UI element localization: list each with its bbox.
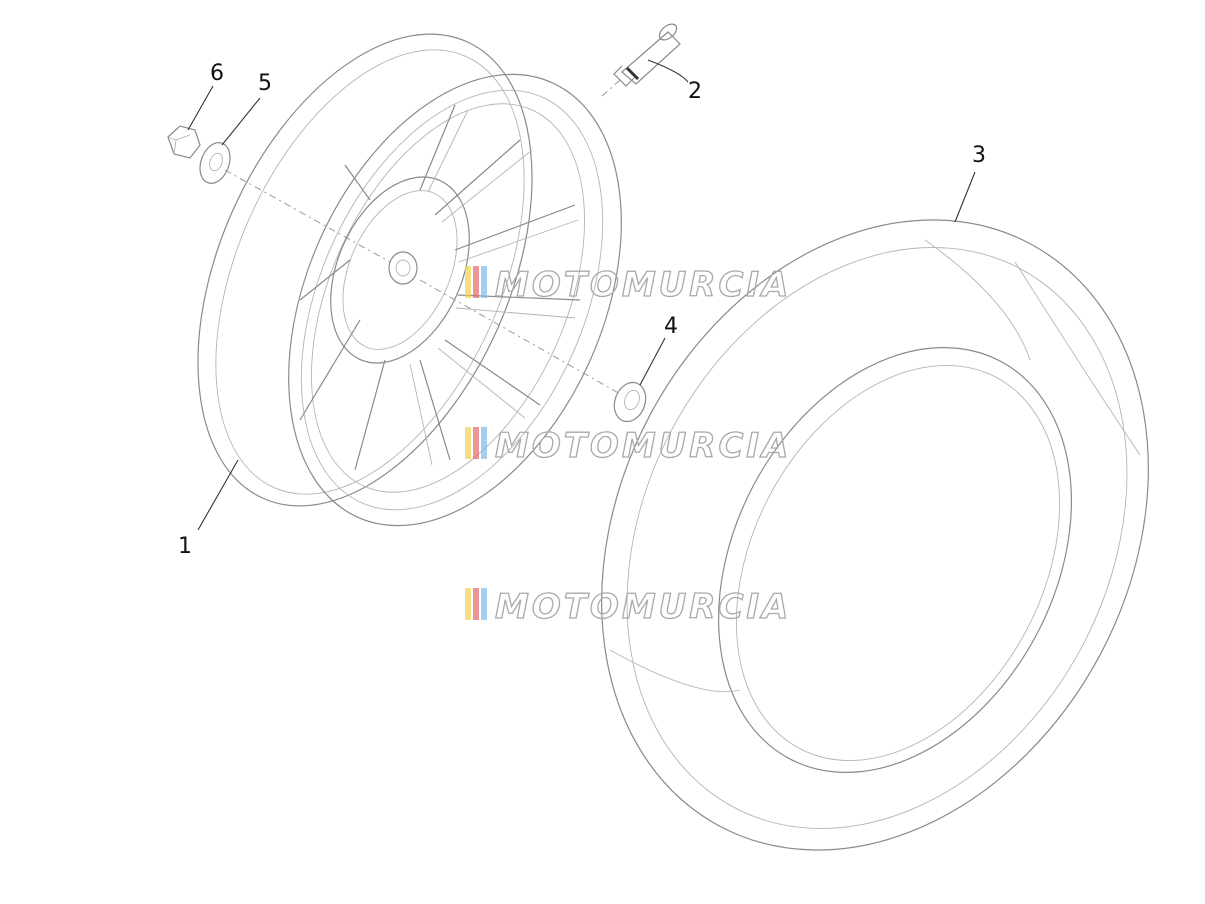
watermark-3: MOTOMURCIA [465,586,791,628]
watermark-text-1: MOTOMURCIA [495,265,791,305]
leader-6 [187,85,214,131]
callout-1: 1 [178,534,192,559]
leader-3 [954,171,976,223]
watermark-text-2: MOTOMURCIA [495,426,791,466]
callout-3: 3 [972,143,986,168]
washer-5 [199,142,231,184]
callout-6: 6 [210,61,224,86]
watermark-1: MOTOMURCIA [465,264,791,306]
valve [613,23,681,87]
leader-5 [221,97,261,146]
tyre [601,219,1149,851]
leader-2 [647,59,689,83]
valve-axis [599,79,621,99]
watermark-2: MOTOMURCIA [465,425,791,467]
leader-4 [639,337,666,386]
watermark-text-3: MOTOMURCIA [495,587,791,627]
callout-4: 4 [664,314,678,339]
wheel-rim [197,33,622,527]
axle-axis-right [419,279,623,396]
leader-1 [197,459,239,531]
callout-2: 2 [688,79,702,104]
callout-5: 5 [258,71,272,96]
nut-6 [167,125,201,159]
washer-4 [613,381,647,423]
axle-axis-left [224,169,391,263]
